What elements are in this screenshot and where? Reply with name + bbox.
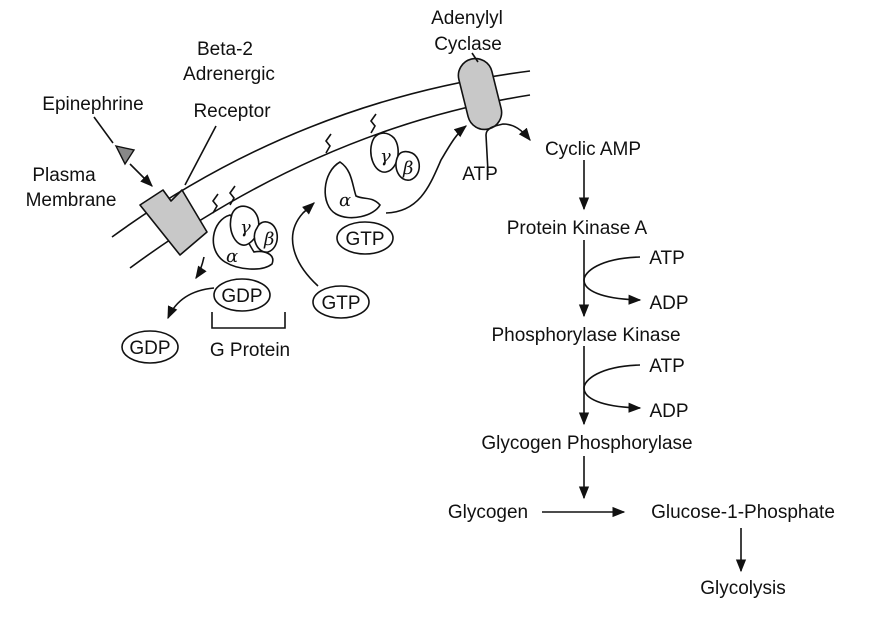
g-protein-active	[324, 113, 421, 219]
protein-kinase-a-label: Protein Kinase A	[507, 218, 648, 239]
cascade-arrows	[542, 160, 747, 573]
alpha-subunit-label-2: α	[339, 190, 351, 211]
gdp-bound-label: GDP	[221, 286, 262, 307]
glucose-1-phosphate-label: Glucose-1-Phosphate	[651, 502, 835, 523]
phosphorylase-kinase-label: Phosphorylase Kinase	[491, 325, 680, 346]
gtp-free-label: GTP	[321, 293, 360, 314]
gdp-released-label: GDP	[129, 338, 170, 359]
gtp-bound-ellipse	[336, 221, 394, 255]
adp-1-label: ADP	[649, 293, 688, 314]
gdp-bound-ellipse	[213, 278, 271, 312]
gamma-subunit-label-2: γ	[380, 146, 391, 167]
glycogen-label: Glycogen	[448, 502, 528, 523]
cyclic-amp-label: Cyclic AMP	[545, 139, 641, 160]
membrane-arrows	[167, 123, 531, 320]
g-protein-bracket	[211, 312, 286, 329]
epinephrine-ligand	[114, 144, 153, 187]
beta-subunit-label-1: β	[263, 229, 274, 250]
gtp-bound-label: GTP	[345, 229, 384, 250]
cyclase-label-line2: Cyclase	[434, 34, 502, 55]
atp-1-label: ATP	[649, 248, 685, 269]
g-protein-inactive	[211, 185, 279, 270]
receptor-shape	[139, 189, 208, 256]
adp-2-label: ADP	[649, 401, 688, 422]
membrane-label-line2: Membrane	[26, 190, 117, 211]
glycolysis-label: Glycolysis	[700, 578, 786, 599]
leader-lines	[93, 52, 479, 186]
glycogen-phosphorylase-label: Glycogen Phosphorylase	[481, 433, 692, 454]
receptor-label-line3: Receptor	[193, 101, 271, 122]
epinephrine-label: Epinephrine	[42, 94, 143, 115]
alpha-subunit-label-1: α	[226, 246, 238, 267]
beta-subunit-label-2: β	[402, 158, 413, 179]
gamma-subunit-label-1: γ	[240, 217, 251, 238]
atp-cyclase-label: ATP	[462, 164, 498, 185]
atp-2-label: ATP	[649, 356, 685, 377]
gdp-released-ellipse	[121, 330, 179, 364]
g-protein-label: G Protein	[210, 340, 290, 361]
membrane-label-line1: Plasma	[32, 165, 96, 186]
receptor-label-line2: Adrenergic	[183, 64, 275, 85]
receptor-label-line1: Beta-2	[197, 39, 253, 60]
gtp-free-ellipse	[312, 285, 370, 319]
cyclase-label-line1: Adenylyl	[431, 8, 503, 29]
adenylyl-cyclase-shape	[457, 57, 503, 131]
